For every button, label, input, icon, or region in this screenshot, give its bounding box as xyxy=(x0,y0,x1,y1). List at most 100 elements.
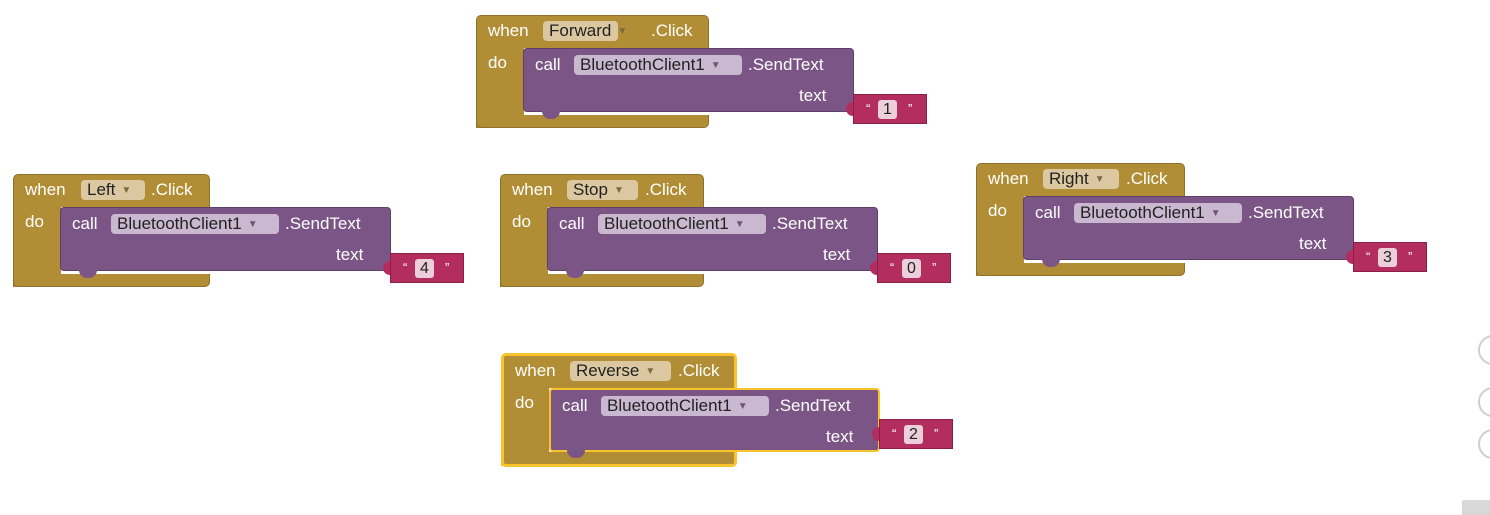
text-value[interactable]: 0 xyxy=(902,259,921,278)
text-param-label: text xyxy=(1299,234,1327,253)
connector-notch xyxy=(566,270,584,278)
dropdown-arrow-icon: ▼ xyxy=(710,60,721,71)
text-value[interactable]: 3 xyxy=(1378,248,1397,267)
call-block[interactable]: call BluetoothClient1 ▼ .SendText text xyxy=(547,207,878,271)
text-block[interactable]: “ 0 ” xyxy=(877,253,951,283)
event-name: .Click xyxy=(1126,169,1168,188)
socket-tab xyxy=(383,261,391,275)
call-label: call xyxy=(535,55,561,74)
target-icon[interactable] xyxy=(1478,335,1490,365)
method-name: .SendText xyxy=(748,55,824,74)
component-name: Forward xyxy=(549,21,612,40)
when-label: when xyxy=(488,21,529,40)
connector-notch xyxy=(1042,259,1060,267)
zoom-out-icon[interactable] xyxy=(1478,429,1490,459)
when-label: when xyxy=(515,361,556,380)
call-block[interactable]: call BluetoothClient1 ▼ .SendText text xyxy=(1023,196,1354,260)
method-name: .SendText xyxy=(285,214,361,233)
component-dropdown[interactable]: Reverse ▼ xyxy=(570,361,671,381)
client-dropdown[interactable]: BluetoothClient1 ▼ xyxy=(598,214,766,234)
dropdown-arrow-icon: ▼ xyxy=(617,26,628,37)
method-name: .SendText xyxy=(1248,203,1324,222)
close-quote: ” xyxy=(445,260,450,275)
socket-tab xyxy=(1346,250,1354,264)
open-quote: “ xyxy=(1366,249,1371,264)
close-quote: ” xyxy=(932,260,937,275)
event-block-right[interactable]: when Right ▼ .Click do call BluetoothClie… xyxy=(976,163,1436,278)
call-block[interactable]: call BluetoothClient1 ▼ .SendText text xyxy=(523,48,854,112)
do-label: do xyxy=(988,201,1007,220)
text-param-label: text xyxy=(826,427,854,446)
when-label: when xyxy=(988,169,1029,188)
component-name: Reverse xyxy=(576,361,640,380)
client-dropdown[interactable]: BluetoothClient1 ▼ xyxy=(1074,203,1242,223)
call-label: call xyxy=(562,396,588,415)
text-block[interactable]: “ 1 ” xyxy=(853,94,927,124)
do-label: do xyxy=(515,393,534,412)
text-param-label: text xyxy=(336,245,364,264)
dropdown-arrow-icon: ▼ xyxy=(645,366,656,377)
close-quote: ” xyxy=(1408,249,1413,264)
when-label: when xyxy=(512,180,553,199)
close-quote: ” xyxy=(908,101,913,116)
client-name: BluetoothClient1 xyxy=(580,55,705,74)
open-quote: “ xyxy=(866,101,871,116)
event-block-forward[interactable]: when Forward ▼ .Click do call BluetoothCl… xyxy=(476,15,936,130)
call-label: call xyxy=(559,214,585,233)
text-value[interactable]: 1 xyxy=(878,100,897,119)
text-block[interactable]: “ 3 ” xyxy=(1353,242,1427,272)
client-name: BluetoothClient1 xyxy=(607,396,732,415)
event-name: .Click xyxy=(645,180,687,199)
dropdown-arrow-icon: ▼ xyxy=(737,401,748,412)
event-name: .Click xyxy=(151,180,193,199)
dropdown-arrow-icon: ▼ xyxy=(734,219,745,230)
call-label: call xyxy=(72,214,98,233)
component-name: Stop xyxy=(573,180,608,199)
event-block-stop[interactable]: when Stop▼ .Click do call BluetoothClien… xyxy=(500,174,960,289)
call-label: call xyxy=(1035,203,1061,222)
event-block-reverse[interactable]: when Reverse ▼ .Click do call BluetoothCl… xyxy=(501,353,961,468)
method-name: .SendText xyxy=(772,214,848,233)
socket-tab xyxy=(846,102,854,116)
client-name: BluetoothClient1 xyxy=(117,214,242,233)
open-quote: “ xyxy=(403,260,408,275)
do-label: do xyxy=(488,53,507,72)
dropdown-arrow-icon: ▼ xyxy=(1210,208,1221,219)
call-block[interactable]: call BluetoothClient1 ▼ .SendText text xyxy=(60,207,391,271)
client-name: BluetoothClient1 xyxy=(604,214,729,233)
component-name: Right xyxy=(1049,169,1089,188)
component-dropdown[interactable]: Left ▼ xyxy=(81,180,145,200)
close-quote: ” xyxy=(934,426,939,441)
component-dropdown[interactable]: Right ▼ xyxy=(1043,169,1119,189)
dropdown-arrow-icon: ▼ xyxy=(247,219,258,230)
component-dropdown[interactable]: Forward ▼ xyxy=(543,21,627,41)
event-name: .Click xyxy=(678,361,720,380)
socket-tab xyxy=(870,261,878,275)
dropdown-arrow-icon: ▼ xyxy=(1094,174,1105,185)
component-name: Left xyxy=(87,180,116,199)
text-param-label: text xyxy=(799,86,827,105)
event-block-left[interactable]: when Left ▼ .Click do call BluetoothClien… xyxy=(13,174,473,289)
dropdown-arrow-icon: ▼ xyxy=(121,185,132,196)
open-quote: “ xyxy=(892,426,897,441)
do-label: do xyxy=(25,212,44,231)
connector-notch xyxy=(79,270,97,278)
client-dropdown[interactable]: BluetoothClient1 ▼ xyxy=(574,55,742,75)
connector-notch xyxy=(542,111,560,119)
client-name: BluetoothClient1 xyxy=(1080,203,1205,222)
component-dropdown[interactable]: Stop▼ xyxy=(567,180,638,200)
when-label: when xyxy=(25,180,66,199)
call-block[interactable]: call BluetoothClient1 ▼ .SendText text xyxy=(549,388,880,452)
trash-icon[interactable] xyxy=(1462,500,1490,515)
method-name: .SendText xyxy=(775,396,851,415)
client-dropdown[interactable]: BluetoothClient1 ▼ xyxy=(111,214,279,234)
open-quote: “ xyxy=(890,260,895,275)
text-block[interactable]: “ 2 ” xyxy=(879,419,953,449)
text-block[interactable]: “ 4 ” xyxy=(390,253,464,283)
client-dropdown[interactable]: BluetoothClient1 ▼ xyxy=(601,396,769,416)
event-name: .Click xyxy=(651,21,693,40)
text-param-label: text xyxy=(823,245,851,264)
zoom-in-icon[interactable] xyxy=(1478,387,1490,417)
text-value[interactable]: 4 xyxy=(415,259,434,278)
text-value[interactable]: 2 xyxy=(904,425,923,444)
